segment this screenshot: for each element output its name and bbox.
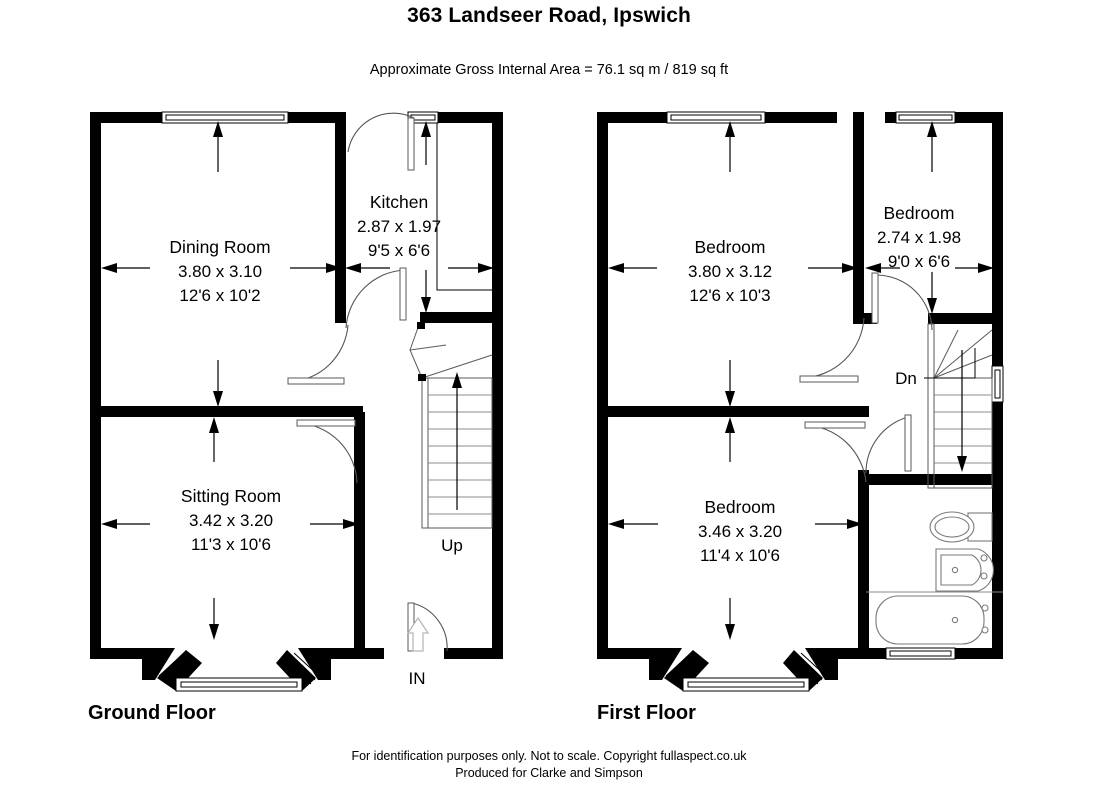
ground-floor-windows	[158, 111, 439, 692]
room-dim-metric-sitting-room: 3.42 x 3.20	[189, 511, 273, 530]
ground-floor-dimension-arrows	[101, 121, 494, 640]
room-label-sitting-room: Sitting Room	[181, 486, 281, 506]
ground-floor-entrance-marker: IN	[406, 616, 430, 688]
first-floor-room-labels: Bedroom 3.80 x 3.12 12'6 x 10'3 Bedroom …	[688, 203, 961, 565]
room-label-dining-room: Dining Room	[169, 237, 270, 257]
footer-copyright: For identification purposes only. Not to…	[351, 749, 747, 763]
room-label-kitchen: Kitchen	[370, 192, 428, 212]
room-dim-imperial-bedroom-1: 12'6 x 10'3	[689, 286, 770, 305]
room-dim-metric-bedroom-3: 3.46 x 3.20	[698, 522, 782, 541]
page-title: 363 Landseer Road, Ipswich	[407, 4, 691, 27]
room-dim-imperial-kitchen: 9'5 x 6'6	[368, 241, 430, 260]
first-floor-label: First Floor	[597, 702, 696, 724]
entrance-in-label: IN	[409, 669, 426, 688]
room-dim-imperial-bedroom-2: 9'0 x 6'6	[888, 252, 950, 271]
ground-floor-staircase: Up	[409, 321, 493, 555]
stairs-dn-label: Dn	[895, 369, 917, 388]
room-label-bedroom-2: Bedroom	[883, 203, 954, 223]
room-dim-imperial-bedroom-3: 11'4 x 10'6	[700, 546, 780, 565]
room-dim-metric-kitchen: 2.87 x 1.97	[357, 217, 441, 236]
ground-floor-room-labels: Dining Room 3.80 x 3.10 12'6 x 10'2 Kitc…	[169, 192, 441, 554]
first-floor-bathroom-fixtures	[866, 511, 1003, 645]
first-floor-windows	[665, 111, 1004, 692]
room-dim-metric-bedroom-1: 3.80 x 3.12	[688, 262, 772, 281]
first-floor-staircase: Dn	[895, 323, 993, 489]
room-label-bedroom-1: Bedroom	[694, 237, 765, 257]
ground-floor-doors	[287, 112, 448, 652]
room-label-bedroom-3: Bedroom	[704, 497, 775, 517]
room-dim-metric-bedroom-2: 2.74 x 1.98	[877, 228, 961, 247]
first-floor-doors	[799, 272, 933, 483]
ground-floor-label: Ground Floor	[88, 702, 216, 724]
stairs-up-label: Up	[441, 536, 463, 555]
room-dim-imperial-dining-room: 12'6 x 10'2	[179, 286, 260, 305]
room-dim-imperial-sitting-room: 11'3 x 10'6	[191, 535, 271, 554]
ground-floor-kitchen-counter	[436, 123, 492, 291]
footer-produced-for: Produced for Clarke and Simpson	[455, 766, 643, 780]
gross-area-subtitle: Approximate Gross Internal Area = 76.1 s…	[369, 62, 729, 78]
first-floor-dimension-arrows	[608, 121, 994, 640]
room-dim-metric-dining-room: 3.80 x 3.10	[178, 262, 262, 281]
